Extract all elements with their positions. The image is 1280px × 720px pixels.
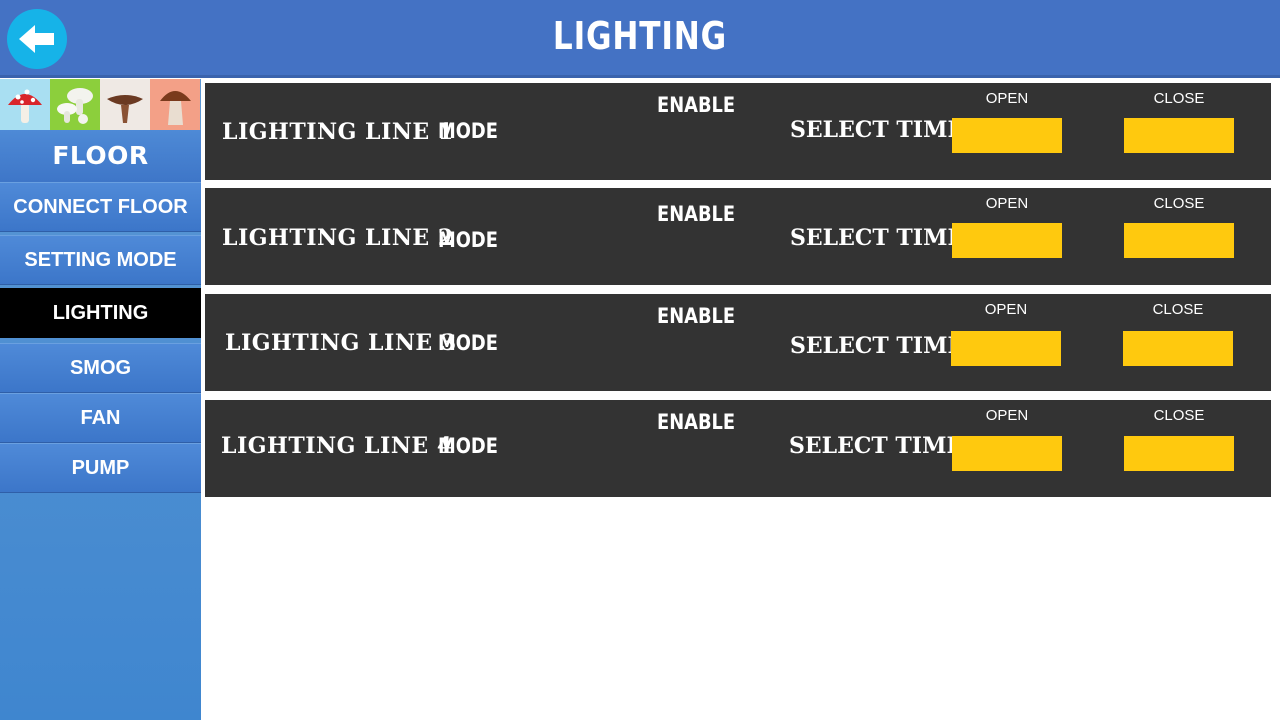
lighting-line-2-panel: LIGHTING LINE 2 MODE ENABLE SELECT TIME … (205, 188, 1271, 285)
arrow-left-icon (19, 25, 54, 53)
line-title: LIGHTING LINE 2 (222, 225, 454, 251)
line-title: LIGHTING LINE 1 (222, 119, 454, 145)
nav-smog[interactable]: SMOG (0, 343, 201, 393)
nav-connect-floor[interactable]: CONNECT FLOOR (0, 182, 201, 232)
nav-setting-mode[interactable]: SETTING MODE (0, 235, 201, 285)
select-time-label: SELECT TIME (790, 225, 965, 251)
close-time-input[interactable] (1124, 436, 1234, 471)
open-label: OPEN (984, 301, 1028, 318)
select-time-label: SELECT TIME (789, 433, 964, 459)
close-label: CLOSE (1152, 301, 1204, 318)
open-time-input[interactable] (952, 436, 1062, 471)
floor-label: FLOOR (0, 130, 201, 182)
nav-lighting[interactable]: LIGHTING (0, 288, 201, 338)
open-label: OPEN (985, 90, 1029, 107)
mode-label: MODE (438, 228, 498, 252)
close-time-input[interactable] (1123, 331, 1233, 366)
page-title: LIGHTING (552, 14, 728, 58)
open-time-input[interactable] (951, 331, 1061, 366)
select-time-label: SELECT TIME (790, 117, 965, 143)
line-title: LIGHTING LINE 4 (221, 433, 453, 459)
header-bar: LIGHTING (0, 0, 1280, 78)
lighting-line-4-panel: LIGHTING LINE 4 MODE ENABLE SELECT TIME … (205, 400, 1271, 497)
brown-cap-mushroom-icon (100, 79, 150, 130)
close-label: CLOSE (1153, 90, 1205, 107)
enable-toggle[interactable]: ENABLE (657, 93, 736, 117)
open-time-input[interactable] (952, 118, 1062, 153)
enable-toggle[interactable]: ENABLE (657, 202, 736, 226)
sidebar: FLOOR CONNECT FLOOR SETTING MODE LIGHTIN… (0, 79, 201, 720)
back-button[interactable] (7, 9, 67, 69)
lighting-line-3-panel: LIGHTING LINE 3 MODE ENABLE SELECT TIME … (205, 294, 1271, 391)
enable-toggle[interactable]: ENABLE (657, 304, 736, 328)
close-label: CLOSE (1153, 195, 1205, 212)
open-label: OPEN (985, 195, 1029, 212)
select-time-label: SELECT TIME (790, 333, 965, 359)
mode-label: MODE (438, 434, 498, 458)
open-label: OPEN (985, 407, 1029, 424)
open-time-input[interactable] (952, 223, 1062, 258)
white-mushrooms-icon (50, 79, 100, 130)
nav-fan[interactable]: FAN (0, 393, 201, 443)
mode-label: MODE (438, 331, 498, 355)
line-title: LIGHTING LINE 3 (225, 330, 457, 356)
fly-agaric-mushroom-icon (0, 79, 50, 130)
mushroom-icon-strip (0, 79, 201, 130)
mode-label: MODE (438, 119, 498, 143)
bolete-mushroom-icon (150, 79, 200, 130)
enable-toggle[interactable]: ENABLE (657, 410, 736, 434)
close-label: CLOSE (1153, 407, 1205, 424)
lighting-line-1-panel: LIGHTING LINE 1 MODE ENABLE SELECT TIME … (205, 83, 1271, 180)
close-time-input[interactable] (1124, 118, 1234, 153)
nav-pump[interactable]: PUMP (0, 443, 201, 493)
close-time-input[interactable] (1124, 223, 1234, 258)
